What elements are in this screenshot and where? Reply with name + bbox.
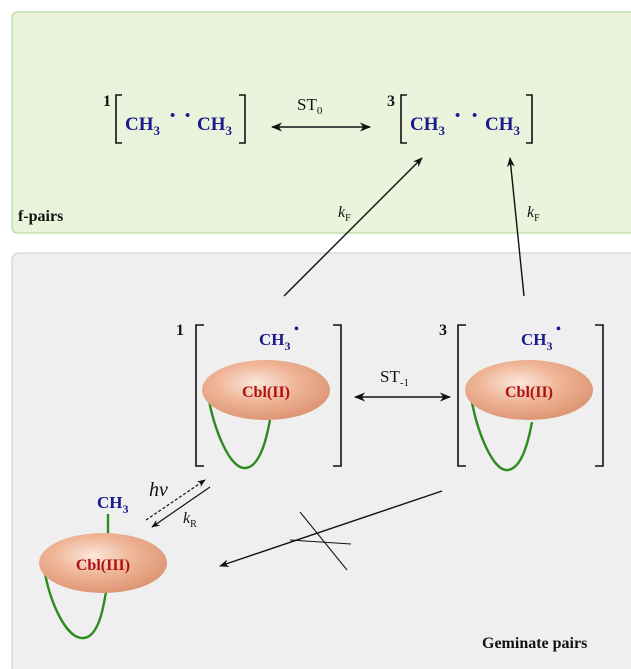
cbl-ellipse bbox=[465, 360, 593, 420]
svg-text:•: • bbox=[455, 108, 460, 124]
svg-text:3: 3 bbox=[387, 93, 395, 110]
fpair-triplet: 3 CH3 • • CH3 bbox=[387, 93, 533, 144]
svg-text:CH3: CH3 bbox=[97, 493, 129, 516]
hv-arrow bbox=[145, 479, 206, 521]
bracket-right bbox=[333, 324, 342, 467]
svg-text:1: 1 bbox=[176, 322, 184, 339]
bracket-left bbox=[400, 94, 407, 144]
kf-left-arrow bbox=[283, 157, 423, 297]
svg-text:Cbl(II): Cbl(II) bbox=[505, 384, 553, 401]
bracket-left bbox=[457, 324, 466, 467]
svg-text:CH3: CH3 bbox=[521, 330, 553, 353]
svg-text:CH3: CH3 bbox=[485, 114, 521, 138]
svg-text:1: 1 bbox=[103, 93, 111, 110]
kf-right-arrow bbox=[506, 157, 525, 297]
geminate-panel bbox=[11, 252, 631, 669]
fpairs-panel bbox=[11, 11, 631, 234]
svg-text:Cbl(II): Cbl(II) bbox=[242, 384, 290, 401]
kr-arrow bbox=[151, 486, 211, 528]
bracket-right bbox=[595, 324, 604, 467]
hv-label: hν bbox=[149, 479, 168, 501]
cbl-ellipse bbox=[39, 533, 167, 593]
svg-text:•: • bbox=[294, 322, 299, 337]
geminate-triplet: 3 CH3 • Cbl(II) bbox=[439, 322, 604, 472]
svg-text:Cbl(III): Cbl(III) bbox=[76, 557, 130, 574]
svg-text:•: • bbox=[185, 108, 190, 124]
fpairs-label: f-pairs bbox=[18, 208, 63, 225]
bracket-right bbox=[239, 94, 246, 144]
bracket-right bbox=[526, 94, 533, 144]
corrin-loop bbox=[42, 567, 108, 640]
svg-text:CH3: CH3 bbox=[125, 114, 161, 138]
forbidden-arrow bbox=[219, 490, 443, 567]
fpair-singlet: 1 CH3 • • CH3 bbox=[103, 93, 246, 144]
svg-text:CH3: CH3 bbox=[197, 114, 233, 138]
corrin-loop bbox=[206, 394, 272, 470]
methylcobalamin: CH3 Cbl(III) bbox=[39, 493, 167, 640]
svg-text:•: • bbox=[170, 108, 175, 124]
svg-text:•: • bbox=[472, 108, 477, 124]
corrin-loop bbox=[469, 396, 534, 472]
bracket-left bbox=[195, 324, 204, 467]
geminate-label: Geminate pairs bbox=[482, 635, 587, 652]
cbl-ellipse bbox=[202, 360, 330, 420]
kf-left-label: kF bbox=[338, 204, 351, 224]
kr-label: kR bbox=[183, 510, 197, 530]
geminate-singlet: 1 CH3 • Cbl(II) bbox=[176, 322, 342, 470]
st-1-label: ST-1 bbox=[380, 367, 409, 389]
bracket-left bbox=[115, 94, 122, 144]
forbidden-cross-1 bbox=[299, 511, 348, 571]
svg-text:CH3: CH3 bbox=[410, 114, 446, 138]
svg-text:3: 3 bbox=[439, 322, 447, 339]
st0-label: ST0 bbox=[297, 95, 323, 117]
svg-text:•: • bbox=[556, 322, 561, 337]
svg-text:CH3: CH3 bbox=[259, 330, 291, 353]
forbidden-cross-2 bbox=[289, 539, 352, 545]
kf-right-label: kF bbox=[527, 204, 540, 224]
